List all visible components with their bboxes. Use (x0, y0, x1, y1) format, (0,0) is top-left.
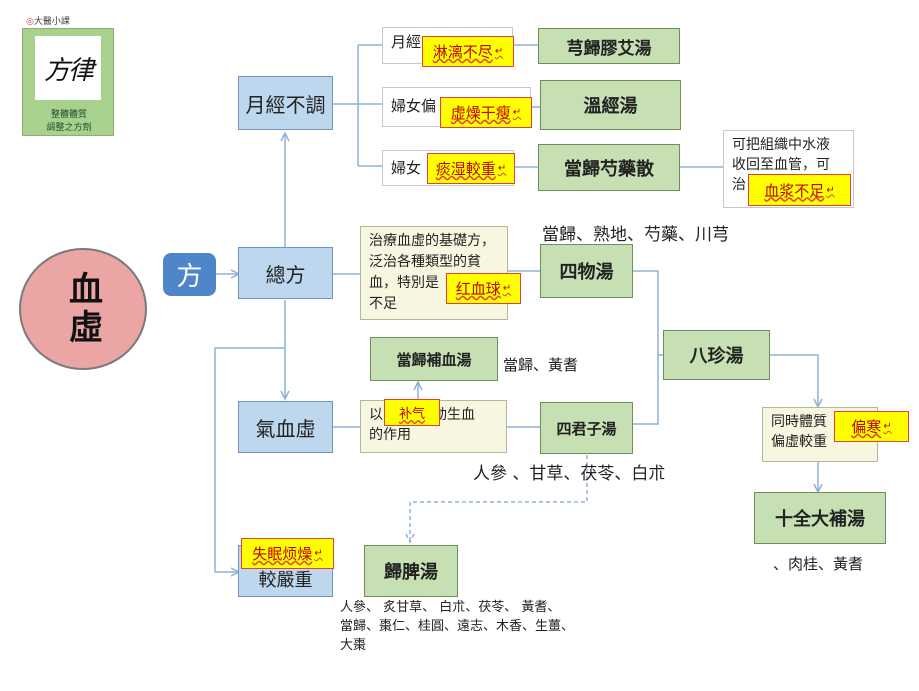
logo-circle-icon: ◎ (26, 17, 34, 27)
logo-image: 方律 (35, 36, 101, 100)
ingredients-shiquan: 、肉桂、黃耆 (773, 555, 864, 573)
note-xuzao-text: 虚燥干瘦 (450, 104, 511, 122)
note-xuzao-mark: ↵ (512, 107, 522, 118)
logo-calligraphy: 方律 (43, 55, 94, 86)
condition-4-line-2: 收回至血管，可 (732, 157, 830, 173)
ingredients-guipi-line-1: 人參、 炙甘草、 白朮、茯苓、 黃耆、 (340, 600, 561, 615)
qi-desc-part-1: 以 (369, 407, 383, 423)
note-xuejiang: 血浆不足↵ (748, 174, 851, 206)
condition-3-text: 婦女 (391, 159, 422, 177)
category-menstrual: 月經不調 (238, 76, 333, 130)
note-hongxueqiu: 红血球↵ (446, 273, 521, 304)
category-general: 總方 (238, 247, 333, 299)
general-desc-line-1: 治療血虛的基礎方， (369, 233, 495, 249)
ingredients-siwu: 當歸、熟地、芍藥、川芎 (542, 225, 729, 245)
formula-shiquan-dabu: 十全大補湯 (754, 492, 886, 544)
note-hongxueqiu-mark: ↵ (502, 283, 512, 294)
formula-sijunzi: 四君子湯 (540, 402, 633, 454)
simul-desc-line-1: 同時體質 (771, 414, 827, 430)
formula-siwu: 四物湯 (540, 244, 633, 298)
qi-desc-part-2: 動生血 (433, 407, 475, 423)
note-linli: 淋漓不尽↵ (422, 36, 514, 67)
general-desc-line-4: 不足 (369, 296, 397, 312)
general-desc-line-3: 血，特別是 (369, 275, 439, 291)
note-buqi: 补气 (384, 399, 440, 426)
logo-subtitle-2: 調整之方劑 (46, 123, 92, 133)
condition-4-line-1: 可把組織中水液 (732, 137, 830, 153)
note-buqi-text: 补气 (398, 407, 425, 422)
ingredients-guipi-line-2: 當歸、棗仁、桂圓、遠志、木香、生薑、 (340, 619, 575, 634)
formula-guipi: 歸脾湯 (364, 545, 458, 597)
logo: 方律 整體體質 調整之方劑 (22, 28, 114, 136)
ingredients-guipi: 人參、 炙甘草、 白朮、茯苓、 黃耆、 當歸、棗仁、桂圓、遠志、木香、生薑、 大… (340, 598, 574, 655)
logo-top-label: 大醫小課 (33, 17, 70, 27)
category-qi-blood: 氣血虛 (238, 401, 333, 453)
note-xuejiang-mark: ↵ (826, 184, 835, 196)
note-xuzao: 虚燥干瘦↵ (440, 97, 532, 128)
ingredients-guipi-line-3: 大棗 (340, 638, 367, 653)
method-label: 方 (176, 262, 203, 292)
qi-desc-part-3: 的作用 (369, 427, 411, 443)
simul-desc-line-2: 偏虛較重 (771, 434, 827, 450)
condition-1-text: 月經 (391, 33, 422, 51)
formula-xiongguijiaoai: 芎歸膠艾湯 (538, 28, 680, 64)
formula-bazhen: 八珍湯 (663, 330, 770, 380)
formula-wenjing: 溫經湯 (540, 80, 681, 130)
condition-4-line-3: 治 (732, 177, 746, 193)
note-shimian: 失眠烦燥↵ (241, 538, 334, 569)
center-circle: 血虛 (19, 248, 147, 370)
formula-danggui-buxue: 當歸補血湯 (370, 337, 498, 381)
method-box: 方 (163, 253, 216, 296)
condition-2-text: 婦女偏 (391, 97, 437, 115)
note-tanshi: 痰湿較重↵ (427, 153, 515, 184)
note-linli-text: 淋漓不尽 (432, 43, 493, 61)
note-pianhan-text: 偏寒 (851, 418, 882, 436)
note-tanshi-mark: ↵ (497, 163, 507, 174)
note-pianhan: 偏寒↵ (834, 411, 909, 442)
logo-subtitle-1: 整體體質 (50, 110, 87, 120)
note-shimian-text: 失眠烦燥 (252, 545, 313, 563)
note-tanshi-text: 痰湿較重 (435, 160, 496, 178)
note-shimian-mark: ↵ (314, 548, 323, 559)
ingredients-buxue: 當歸、黃耆 (503, 356, 579, 374)
category-severe-label: 較嚴重 (258, 570, 313, 591)
logo-top-text: ◎大醫小課 (26, 14, 70, 27)
general-description: 治療血虛的基礎方， 泛治各種類型的貧 血，特別是 不足 (360, 226, 508, 320)
ingredients-sijunzi: 人參 、甘草、茯苓、白朮 (473, 464, 666, 484)
center-label: 血虛 (62, 271, 103, 347)
note-xuejiang-text: 血浆不足 (764, 181, 825, 200)
formula-dangguishaoyao: 當歸芍藥散 (538, 144, 680, 191)
note-hongxueqiu-text: 红血球 (455, 280, 501, 298)
note-pianhan-mark: ↵ (883, 421, 892, 432)
general-desc-line-2: 泛治各種類型的貧 (369, 254, 481, 270)
note-linli-mark: ↵ (494, 46, 504, 57)
